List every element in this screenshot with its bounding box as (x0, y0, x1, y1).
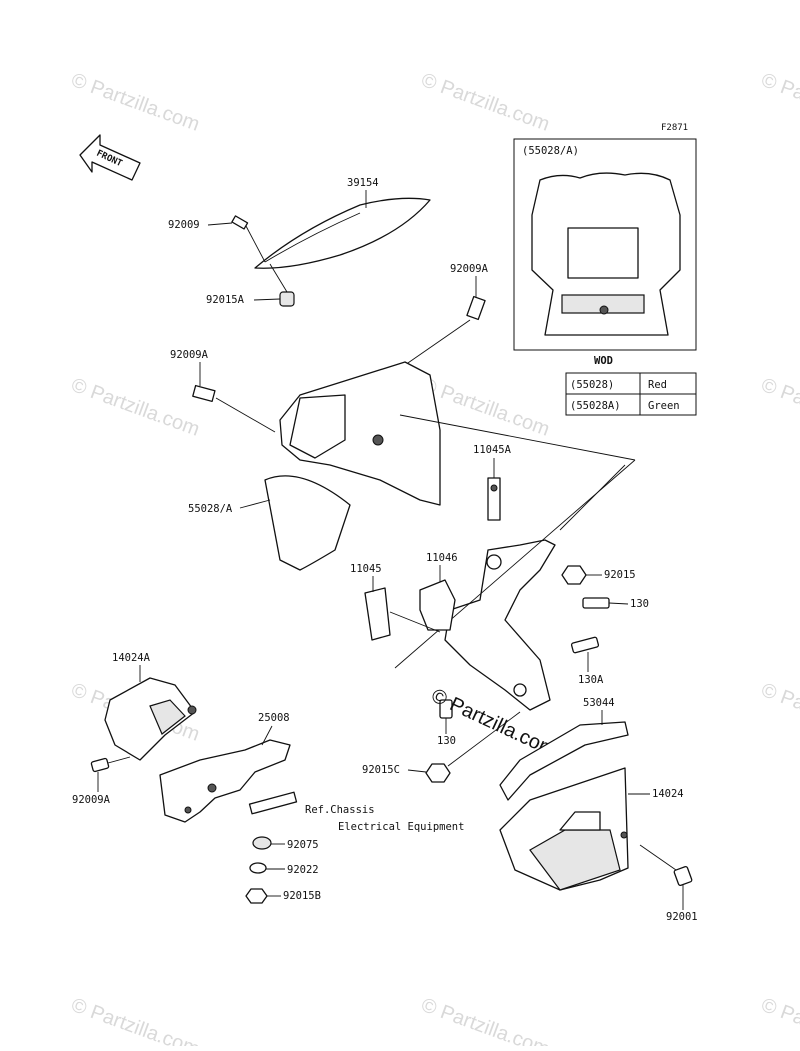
ref-chassis-label: Electrical Equipment (338, 821, 464, 833)
cover-part (104, 677, 197, 761)
bracket-icon (364, 587, 391, 641)
ref-chassis-label: Ref.Chassis (305, 804, 375, 816)
part-label: 53044 (583, 697, 615, 709)
part-label: 14024 (652, 788, 684, 800)
inset-row-color: Red (648, 379, 667, 391)
part-label: 92009A (450, 263, 489, 275)
ref-connector-icon (248, 791, 298, 815)
part-label: 92009 (168, 219, 200, 231)
part-label: 11046 (426, 552, 458, 564)
part-label: 92009A (170, 349, 209, 361)
watermark: © Partzilla.com (68, 69, 202, 136)
inset-row-part: (55028A) (570, 400, 621, 412)
watermark: © Partzilla.com (68, 374, 202, 441)
screw-icon (231, 215, 266, 263)
inset-row-part: (55028) (570, 379, 614, 391)
bracket-stay-part (394, 459, 636, 711)
screw-icon (90, 756, 131, 773)
cover-part (499, 767, 629, 891)
part-label: 130A (578, 674, 604, 686)
figure-code: F2871 (661, 123, 688, 133)
screw-icon (466, 295, 486, 321)
inset-panel: (55028/A) WOD (55028) Red (55028A) Green (513, 138, 697, 416)
windshield-part (254, 197, 431, 269)
part-label: 92015A (206, 294, 245, 306)
inset-caption: WOD (594, 355, 613, 367)
part-label: 25008 (258, 712, 290, 724)
part-label: 92022 (287, 864, 319, 876)
strip-part (499, 721, 629, 801)
front-arrow-icon: FRONT (79, 134, 141, 181)
part-label: 39154 (347, 177, 379, 189)
part-label: 55028/A (188, 503, 233, 515)
bracket-part (159, 739, 291, 823)
watermark: © Partzilla.com (68, 994, 202, 1046)
watermark: © Partzilla.com (418, 994, 552, 1046)
bracket-icon (419, 579, 456, 631)
cowl-part (264, 361, 441, 571)
washer-icon (249, 862, 267, 874)
nut-icon (425, 763, 451, 783)
bracket-icon (487, 477, 501, 521)
inset-row-color: Green (648, 400, 680, 412)
part-label: 11045A (473, 444, 512, 456)
nut-icon (245, 888, 268, 904)
watermark: © Partzilla.com (758, 69, 800, 136)
part-label: 92015B (283, 890, 321, 902)
watermark: © Partzilla.com (418, 69, 552, 136)
part-label: 92015 (604, 569, 636, 581)
part-label: 92009A (72, 794, 111, 806)
part-label: 130 (630, 598, 649, 610)
inset-title: (55028/A) (522, 145, 579, 157)
bolt-icon (639, 844, 693, 886)
part-label: 92015C (362, 764, 400, 776)
bolt-icon (582, 597, 610, 609)
watermark: © Partzilla.com (758, 994, 800, 1046)
grommet-icon (252, 836, 272, 850)
part-label: 92001 (666, 911, 698, 923)
inset-cowl-drawing (531, 172, 681, 336)
watermark: © Partzilla.com (758, 679, 800, 746)
part-label: 130 (437, 735, 456, 747)
part-label: 11045 (350, 563, 382, 575)
watermark: © Partzilla.com (758, 374, 800, 441)
screw-icon (192, 384, 216, 403)
nut-icon (561, 565, 587, 585)
bolt-icon (570, 636, 600, 654)
part-label: 92075 (287, 839, 319, 851)
part-label: 14024A (112, 652, 151, 664)
collar-icon (279, 291, 295, 307)
